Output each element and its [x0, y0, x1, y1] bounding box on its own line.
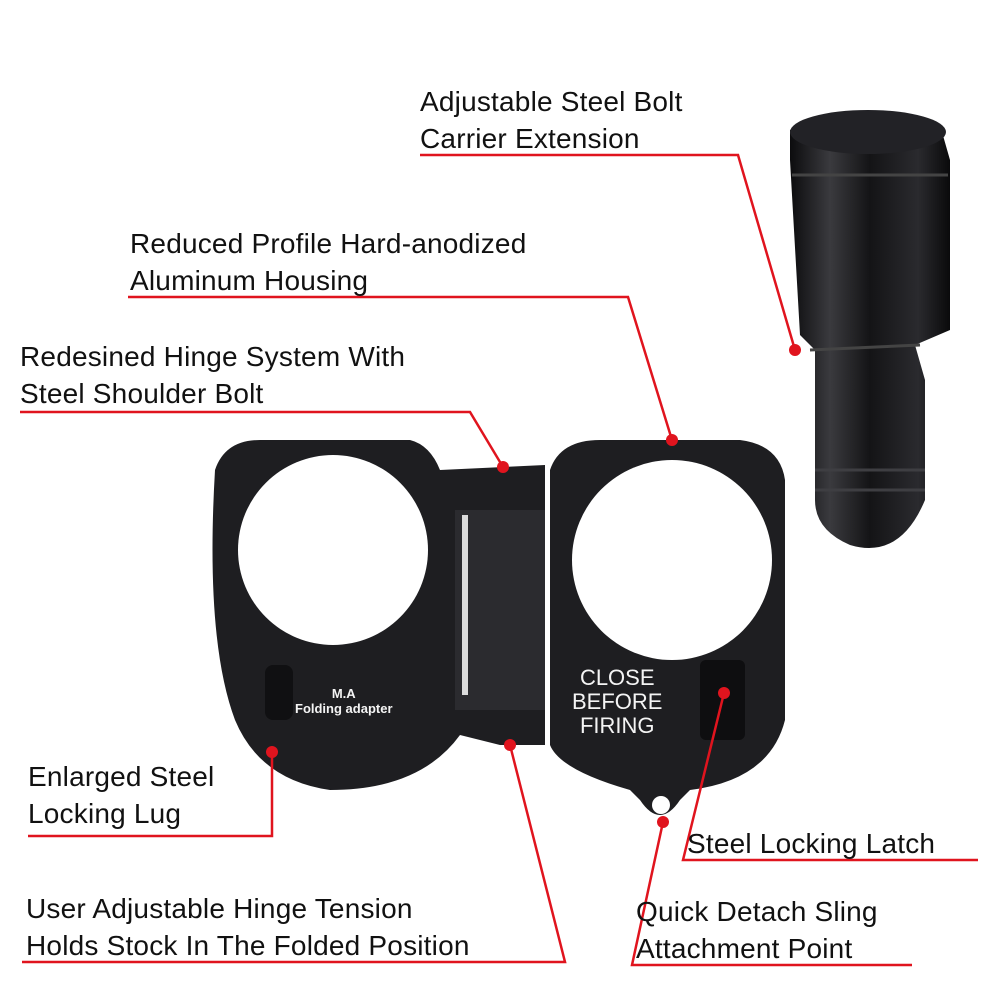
- callout-text: Steel Locking Latch: [687, 828, 936, 859]
- callout-locking-latch: Steel Locking Latch: [687, 825, 935, 862]
- bolt-carrier-extension: [790, 110, 950, 549]
- callout-text: Attachment Point: [636, 933, 853, 964]
- callout-text: Aluminum Housing: [130, 265, 369, 296]
- close-before-firing-engraving: CLOSE BEFORE FIRING: [572, 666, 662, 738]
- callout-text: Locking Lug: [28, 798, 182, 829]
- callout-locking-lug: Enlarged Steel Locking Lug: [28, 758, 214, 832]
- callout-text: Steel Shoulder Bolt: [20, 378, 264, 409]
- engraving-ma: M.A: [331, 686, 356, 701]
- leader-lines: [20, 153, 978, 967]
- callout-text: Quick Detach Sling: [636, 896, 878, 927]
- callout-text: Adjustable Steel Bolt: [420, 86, 683, 117]
- callout-hinge-tension: User Adjustable Hinge Tension Holds Stoc…: [26, 890, 470, 964]
- callout-hinge: Redesined Hinge System With Steel Should…: [20, 338, 405, 412]
- callout-bolt-carrier: Adjustable Steel Bolt Carrier Extension: [420, 83, 683, 157]
- engraving-line: FIRING: [579, 713, 655, 738]
- callout-text: Redesined Hinge System With: [20, 341, 406, 372]
- callout-text: Enlarged Steel: [28, 761, 215, 792]
- callout-housing: Reduced Profile Hard-anodized Aluminum H…: [130, 225, 526, 299]
- adapter-left-half: [212, 440, 545, 790]
- callout-text: Holds Stock In The Folded Position: [26, 930, 470, 961]
- callout-text: Carrier Extension: [420, 123, 640, 154]
- callout-text: User Adjustable Hinge Tension: [26, 893, 413, 924]
- engraving-line: CLOSE: [579, 665, 655, 690]
- engraving-line: BEFORE: [572, 689, 663, 714]
- engraving-folding-adapter: Folding adapter: [295, 701, 393, 716]
- callout-sling-point: Quick Detach Sling Attachment Point: [636, 893, 878, 967]
- adapter-right-half: [550, 440, 785, 815]
- callout-dots: [266, 344, 801, 828]
- callout-text: Reduced Profile Hard-anodized: [130, 228, 527, 259]
- left-engraving: M.A Folding adapter: [295, 686, 393, 716]
